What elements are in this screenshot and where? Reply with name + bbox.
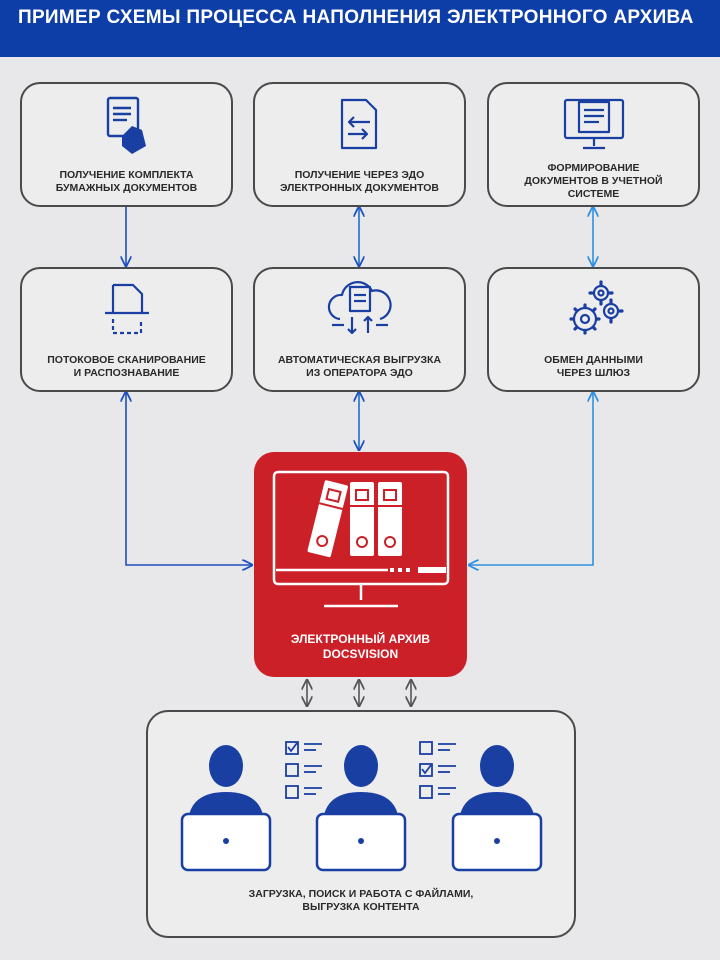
card-accounting-system: ФОРМИРОВАНИЕ ДОКУМЕНТОВ В УЧЕТНОЙ СИСТЕМ… [487, 82, 700, 207]
header-banner: ПРИМЕР СХЕМЫ ПРОЦЕССА НАПОЛНЕНИЯ ЭЛЕКТРО… [0, 0, 720, 57]
archive-card: ЭЛЕКТРОННЫЙ АРХИВ DOCSVISION [254, 452, 467, 677]
user-laptop-icon [180, 743, 272, 872]
card-label-line: БУМАЖНЫХ ДОКУМЕНТОВ [55, 182, 198, 194]
card-label-line: АВТОМАТИЧЕСКАЯ ВЫГРУЗКА [277, 354, 442, 366]
card-label-line: ЧЕРЕЗ ШЛЮЗ [556, 367, 631, 379]
card-label-line: ПОТОКОВОЕ СКАНИРОВАНИЕ [47, 354, 206, 366]
card-label-line: ИЗ ОПЕРАТОРА ЭДО [306, 367, 413, 379]
user-laptop-icon [451, 743, 543, 872]
card-label-line: ПОЛУЧЕНИЕ КОМПЛЕКТА [59, 169, 194, 181]
card-label-line: ФОРМИРОВАНИЕ [547, 162, 640, 174]
scan-document-icon [104, 283, 149, 335]
users-label-line: ЗАГРУЗКА, ПОИСК И РАБОТА С ФАЙЛАМИ, [248, 888, 474, 900]
card-label-line: СИСТЕМЕ [567, 188, 620, 200]
document-exchange-icon [340, 98, 377, 150]
archive-label-line: DOCSVISION [322, 647, 399, 661]
archive-label-line: ЭЛЕКТРОННЫЙ АРХИВ [290, 632, 431, 646]
arrow-scan-to-archive [126, 392, 252, 565]
card-edo-upload: АВТОМАТИЧЕСКАЯ ВЫГРУЗКА ИЗ ОПЕРАТОРА ЭДО [253, 267, 466, 392]
page-title: ПРИМЕР СХЕМЫ ПРОЦЕССА НАПОЛНЕНИЯ ЭЛЕКТРО… [18, 7, 694, 28]
card-gateway: ОБМЕН ДАННЫМИ ЧЕРЕЗ ШЛЮЗ [487, 267, 700, 392]
card-label-line: ЭЛЕКТРОННЫХ ДОКУМЕНТОВ [279, 182, 439, 194]
card-label-line: ПОЛУЧЕНИЕ ЧЕРЕЗ ЭДО [294, 169, 425, 181]
arrow-gateway-to-archive [469, 392, 593, 565]
card-paper-documents: ПОЛУЧЕНИЕ КОМПЛЕКТА БУМАЖНЫХ ДОКУМЕНТОВ [20, 82, 233, 207]
card-label-line: ОБМЕН ДАННЫМИ [544, 354, 643, 366]
cloud-sync-icon [327, 281, 392, 335]
checklist-icon [419, 741, 456, 799]
users-illustration [180, 741, 543, 872]
monitor-document-icon [563, 98, 624, 150]
card-edo-documents: ПОЛУЧЕНИЕ ЧЕРЕЗ ЭДО ЭЛЕКТРОННЫХ ДОКУМЕНТ… [253, 82, 466, 207]
checklist-icon [285, 741, 322, 799]
gears-icon [568, 280, 624, 335]
paper-document-hand-icon [106, 96, 146, 154]
card-label-line: ДОКУМЕНТОВ В УЧЕТНОЙ [524, 175, 663, 187]
users-label-line: ВЫГРУЗКА КОНТЕНТА [302, 901, 420, 913]
users-panel: ЗАГРУЗКА, ПОИСК И РАБОТА С ФАЙЛАМИ, ВЫГР… [146, 710, 576, 938]
card-scanning: ПОТОКОВОЕ СКАНИРОВАНИЕ И РАСПОЗНАВАНИЕ [20, 267, 233, 392]
monitor-binders-icon [272, 470, 450, 608]
card-label-line: И РАСПОЗНАВАНИЕ [73, 367, 180, 379]
user-laptop-icon [315, 743, 407, 872]
